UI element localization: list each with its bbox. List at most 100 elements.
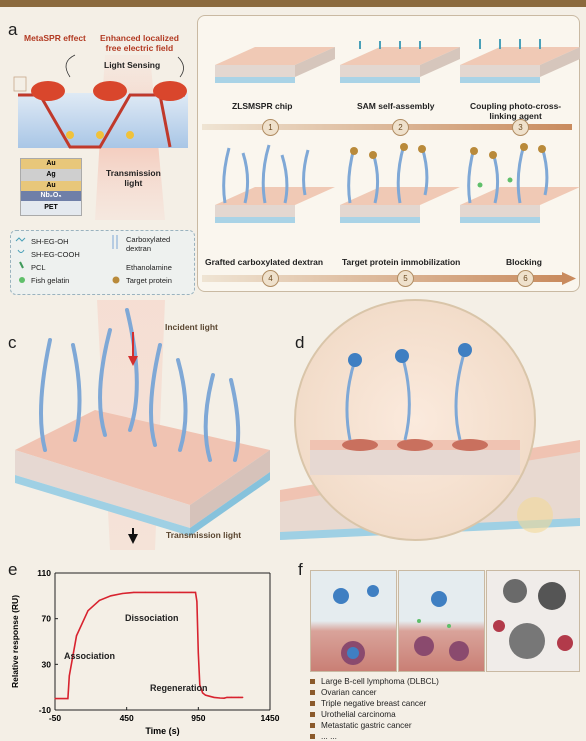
step-2-number: 2 <box>392 119 409 136</box>
cell-illustration-1 <box>333 585 379 665</box>
light-sensing-label: Light Sensing <box>104 60 161 70</box>
chip-2 <box>340 41 460 83</box>
step-6-number: 6 <box>517 270 534 287</box>
sensorgram-point <box>68 675 70 677</box>
cell-illustration-2 <box>414 591 469 661</box>
workflow-arrow-1 <box>202 124 572 130</box>
legend-icons-left <box>15 237 26 283</box>
step-5-number: 5 <box>397 270 414 287</box>
sensorgram-point <box>67 698 69 700</box>
sensor-surface-illustration <box>15 300 270 550</box>
chip-1 <box>215 47 335 83</box>
transmission-light-label-a: Transmission light <box>106 168 161 188</box>
top-banner-bar <box>0 0 586 7</box>
y-axis-label: Relative response (RU) <box>10 595 20 688</box>
tumor-cells-illustration <box>493 579 573 659</box>
step-6-label: Blocking <box>506 257 542 267</box>
step-3-label: Coupling photo-cross- linking agent <box>470 101 562 121</box>
target-protein-icon <box>112 276 120 284</box>
dextran-icon <box>112 235 118 249</box>
sensorgram-point <box>213 696 215 698</box>
dissociation-label: Dissociation <box>125 613 179 623</box>
x-tick-label: 950 <box>191 713 205 723</box>
sensorgram-point <box>242 696 244 698</box>
chip-6 <box>460 143 580 223</box>
chip-5 <box>340 143 460 223</box>
sensorgram-point <box>167 591 169 593</box>
x-axis-label: Time (s) <box>145 726 179 736</box>
sensorgram-point <box>190 591 192 593</box>
sensorgram-point <box>75 635 78 637</box>
panel-d-letter: d <box>295 333 305 352</box>
pcl-icon <box>19 261 24 269</box>
x-tick-label: -50 <box>49 713 62 723</box>
sensorgram-point <box>202 692 204 694</box>
legend-ethanolamine: Ethanolamine <box>126 263 172 272</box>
workflow-arrowhead-icon <box>562 272 576 285</box>
step-3-number: 3 <box>512 119 529 136</box>
sensorgram-point <box>209 695 211 697</box>
cancer-item-4: Urothelial carcinoma <box>310 710 396 719</box>
metaspr-label: MetaSPR effect <box>24 33 86 43</box>
enhanced-field-label: Enhanced localized free electric field <box>100 33 179 53</box>
y-tick-label: 30 <box>42 659 52 669</box>
ethanolamine-icon <box>114 264 118 272</box>
sensorgram-point <box>98 599 100 601</box>
sensorgram-point <box>204 694 207 696</box>
sensorgram-point <box>194 591 197 593</box>
incident-light-label: Incident light <box>165 322 218 332</box>
workflow-chips <box>215 39 580 223</box>
sh-eg-oh-icon <box>15 237 26 242</box>
y-tick-label: 70 <box>42 614 52 624</box>
legend-sh-eg-cooh: SH-EG-COOH <box>31 250 80 259</box>
regeneration-label: Regeneration <box>150 683 208 693</box>
sensorgram-point <box>87 610 89 612</box>
sh-eg-cooh-icon <box>17 249 25 253</box>
tumor-cells-image <box>486 570 580 672</box>
cell-binding-image-1 <box>310 570 397 672</box>
sensorgram-point <box>237 696 240 698</box>
x-tick-label: 1450 <box>261 713 280 723</box>
association-label: Association <box>64 651 116 661</box>
sensorgram-point <box>196 600 198 603</box>
sensorgram-point <box>144 591 146 593</box>
sensorgram-point <box>219 697 221 699</box>
fish-gelatin-icon <box>19 277 25 283</box>
panel-a-letter: a <box>8 20 18 39</box>
sensorgram-point <box>179 591 181 593</box>
sensorgram-point <box>156 591 158 593</box>
y-tick-label: 110 <box>37 568 51 578</box>
workflow-arrow-2 <box>202 275 564 282</box>
sensorgram-point <box>133 591 135 593</box>
chip-3 <box>460 39 580 83</box>
chip-4 <box>215 144 335 223</box>
cancer-item-5: Metastatic gastric cancer <box>310 721 412 730</box>
layer-pet: PET <box>21 201 81 215</box>
sensorgram-point <box>54 698 56 700</box>
sensorgram-point <box>110 595 112 597</box>
sensorgram-point <box>230 696 232 698</box>
legend-dextran: Carboxylated dextran <box>126 235 171 253</box>
sensorgram-point <box>226 696 228 698</box>
panel-f-letter: f <box>298 560 303 579</box>
layer-nb2o5: Nb₂O₅ <box>21 191 81 201</box>
y-tick-label: -10 <box>39 705 52 715</box>
nanocup-array-illustration <box>280 299 580 541</box>
cell-binding-image-2 <box>398 570 485 672</box>
step-2-label: SAM self-assembly <box>357 101 435 111</box>
step-4-number: 4 <box>262 270 279 287</box>
layer-au-bottom: Au <box>21 181 81 191</box>
sensorgram-point <box>223 697 225 699</box>
legend-icons-right <box>112 235 120 284</box>
step-4-label: Grafted carboxylated dextran <box>205 257 324 267</box>
layer-ag: Ag <box>21 169 81 181</box>
legend-target-protein: Target protein <box>126 276 172 285</box>
cancer-item-2: Ovarian cancer <box>310 688 377 697</box>
transmission-light-label-c: Transmission light <box>166 530 242 540</box>
x-tick-label: 450 <box>120 713 134 723</box>
sensorgram-point <box>199 684 201 686</box>
metaspr-schematic <box>13 54 188 220</box>
legend-box: SH-EG-OH SH-EG-COOH PCL Fish gelatin Car… <box>10 230 195 295</box>
sensorgram-point <box>197 652 199 654</box>
